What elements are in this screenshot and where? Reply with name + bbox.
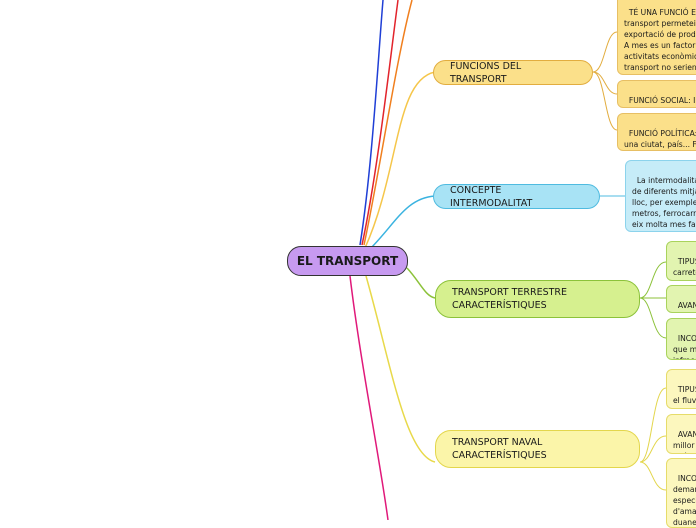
leaf-naval-tipus[interactable]: TIPUS: el fluvi comer [666,369,696,409]
leaf-naval-avantatges[interactable]: AVANT millor c turístic [666,414,696,454]
branch-label: TRANSPORT TERRESTRE CARACTERÍSTIQUES [452,287,568,311]
leaf-text: AVANT còmod [677,301,696,310]
branch-label: CONCEPTE INTERMODALITAT [450,184,533,209]
leaf-funcio-social[interactable]: FUNCIÓ SOCIAL: Int la possibilitat de mo [617,80,696,108]
branch-label: FUNCIONS DEL TRANSPORT [450,60,522,85]
leaf-text: La intermodalitat de diferents mitja llo… [632,176,696,229]
leaf-terrestre-inconvenients[interactable]: INCON que m infraes [666,318,696,360]
leaf-funcio-politica[interactable]: FUNCIÓ POLÍTICA: J una ciutat, país... F… [617,113,696,151]
leaf-text: FUNCIÓ POLÍTICA: J una ciutat, país... F… [624,129,696,149]
branch-funcions-del-transport[interactable]: FUNCIONS DEL TRANSPORT [433,60,593,85]
leaf-text: TÉ UNA FUNCIÓ E transport permetei expor… [624,8,696,72]
leaf-text: FUNCIÓ SOCIAL: Int la possibilitat de mo [628,96,696,105]
branch-transport-terrestre[interactable]: TRANSPORT TERRESTRE CARACTERÍSTIQUES [435,280,640,318]
leaf-funcio-economica[interactable]: TÉ UNA FUNCIÓ E transport permetei expor… [617,0,696,75]
leaf-text: AVANT millor c turístic [673,430,696,453]
branch-transport-naval[interactable]: TRANSPORT NAVAL CARACTERÍSTIQUES [435,430,640,468]
root-topic[interactable]: EL TRANSPORT [287,246,408,276]
branch-concepte-intermodalitat[interactable]: CONCEPTE INTERMODALITAT [433,184,600,209]
leaf-terrestre-avantatges[interactable]: AVANT còmod [666,285,696,313]
root-topic-label: EL TRANSPORT [296,254,399,268]
leaf-intermodalitat[interactable]: La intermodalitat de diferents mitja llo… [625,160,696,232]
leaf-text: INCON que m infraes [673,334,696,359]
leaf-text: TIPUS: el fluvi comer [673,385,696,408]
branch-label: TRANSPORT NAVAL CARACTERÍSTIQUES [452,437,547,461]
leaf-naval-inconvenients[interactable]: INCON deman especi d'ama duane El [666,458,696,528]
leaf-terrestre-tipus[interactable]: TIPUS: carrete vies; Fe [666,241,696,281]
leaf-text: TIPUS: carrete vies; Fe [673,257,696,280]
